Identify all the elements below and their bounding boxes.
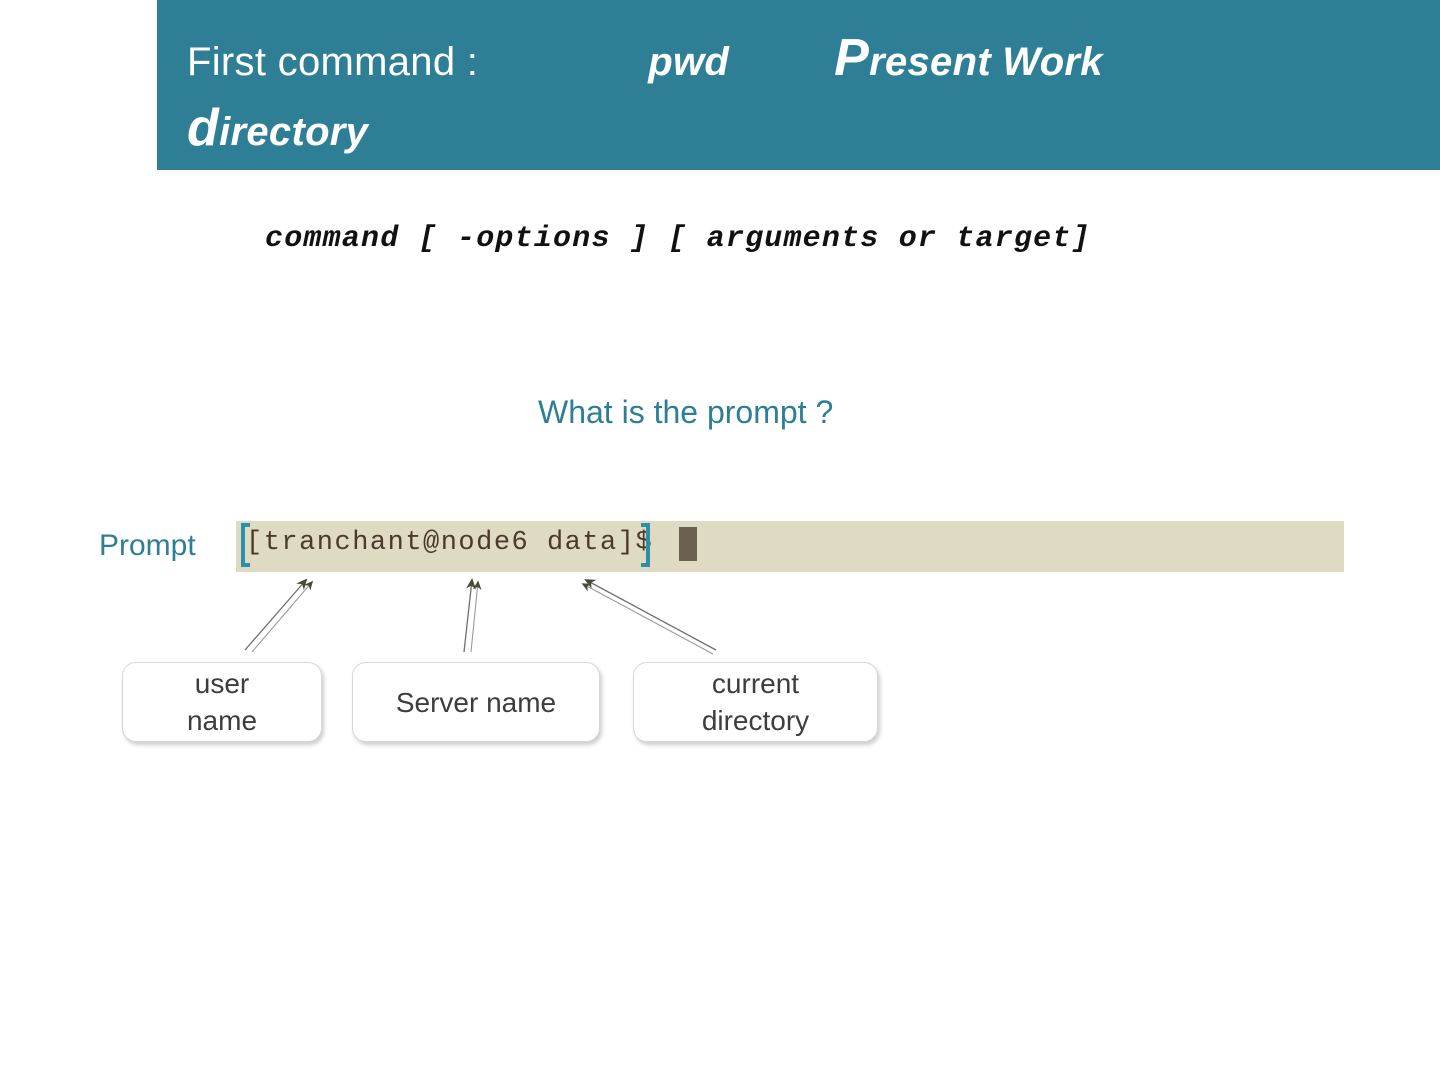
- arrow-server-name: [463, 578, 482, 653]
- title-line2-rest: irectory: [219, 110, 369, 154]
- title-part1: First command :: [187, 40, 479, 84]
- callout-current-directory-line1: current: [711, 668, 800, 699]
- terminal-cursor-block: [679, 527, 697, 561]
- callout-server-name-label: Server name: [395, 686, 557, 718]
- arrow-user-name: [244, 578, 314, 653]
- callout-user-name-line2: name: [186, 705, 258, 736]
- terminal-prompt-text: [tranchant@node6 data]$: [246, 528, 654, 558]
- title-expansion-capital: P: [834, 29, 870, 87]
- title-command: pwd: [648, 40, 730, 84]
- arrow-current-directory: [581, 579, 717, 655]
- callout-current-directory-line2: directory: [701, 705, 810, 736]
- question-text: What is the prompt ?: [538, 394, 834, 430]
- prompt-label: Prompt: [99, 529, 196, 562]
- callout-server-name[interactable]: Server name: [352, 662, 600, 742]
- title-line2-capital: d: [187, 99, 220, 157]
- highlight-bracket-open-icon: [241, 523, 250, 567]
- page-title: First command : pwd Present Work directory: [187, 22, 1440, 168]
- header-banner: First command : pwd Present Work directory: [157, 0, 1440, 170]
- highlight-bracket-close-icon: [641, 523, 650, 567]
- title-expansion-rest: resent Work: [869, 40, 1103, 84]
- terminal-strip: [tranchant@node6 data]$: [236, 521, 1344, 572]
- callout-user-name-line1: user: [194, 668, 250, 699]
- callout-user-name[interactable]: user name: [122, 662, 322, 742]
- callout-current-directory-label: current directory: [702, 665, 809, 739]
- callout-current-directory[interactable]: current directory: [633, 662, 878, 742]
- command-syntax-text: command [ -options ] [ arguments or targ…: [265, 222, 1091, 256]
- callout-user-name-label: user name: [187, 665, 257, 739]
- title-line2: directory: [187, 92, 1440, 168]
